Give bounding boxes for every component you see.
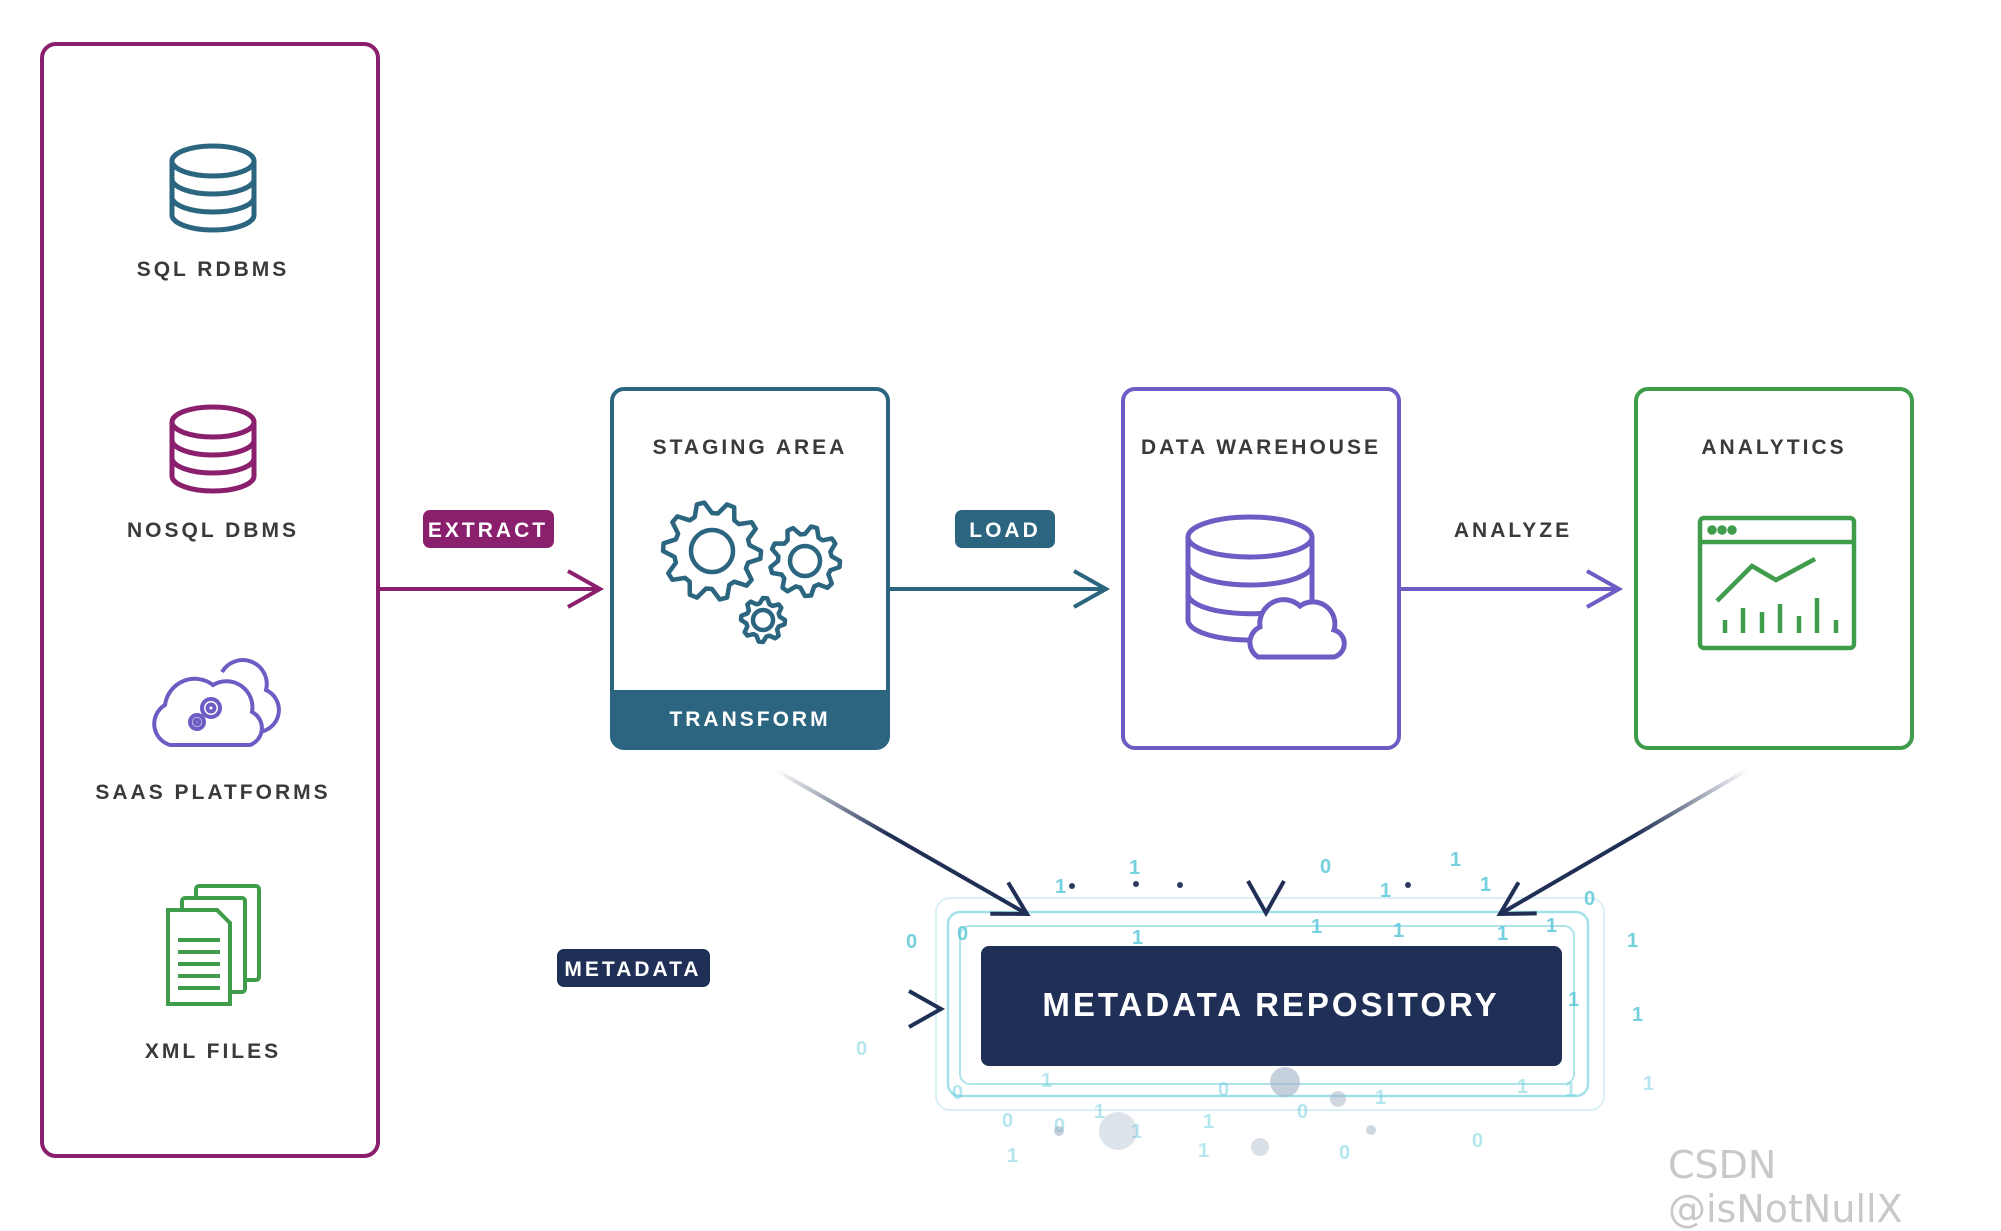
source-label-xml: XML FILES [145, 1040, 281, 1063]
source-label-nosql: NOSQL DBMS [127, 519, 299, 542]
binary-digit: 0 [1320, 856, 1331, 878]
bubble-decoration [1054, 881, 1411, 1156]
binary-digit: 1 [1380, 880, 1391, 902]
transform-band [612, 690, 888, 748]
binary-digit: 0 [1339, 1142, 1350, 1164]
binary-digit: 0 [856, 1038, 867, 1060]
analytics-to-repository-arrow [1496, 768, 1749, 917]
staging-title: STAGING AREA [653, 436, 848, 459]
transform-label: TRANSFORM [669, 708, 830, 731]
binary-digit: 0 [952, 1082, 963, 1104]
binary-digit: 1 [1203, 1111, 1214, 1133]
binary-digit: 1 [1643, 1073, 1654, 1095]
binary-digit: 1 [1198, 1140, 1209, 1162]
analyze-label: ANALYZE [1454, 519, 1572, 542]
staging-to-repository-arrow [775, 768, 1031, 917]
binary-digit: 0 [1218, 1079, 1229, 1101]
binary-digit: 1 [1129, 857, 1140, 879]
binary-digit: 1 [1546, 915, 1557, 937]
binary-digit: 1 [1375, 1087, 1386, 1109]
binary-digit: 1 [1497, 923, 1508, 945]
gears-icon [660, 500, 843, 645]
binary-digit: 1 [1007, 1145, 1018, 1167]
sql-database-icon [169, 143, 257, 233]
repository-label: METADATA REPOSITORY [1042, 986, 1499, 1023]
binary-digit: 1 [1094, 1101, 1105, 1123]
warehouse-title: DATA WAREHOUSE [1141, 436, 1381, 459]
binary-digit: 0 [1002, 1110, 1013, 1132]
binary-digit: 1 [1132, 927, 1143, 949]
binary-digit: 0 [1297, 1101, 1308, 1123]
source-label-sql: SQL RDBMS [137, 258, 290, 281]
metadata-label: METADATA [564, 958, 701, 981]
binary-digit: 1 [1055, 876, 1066, 898]
binary-digit: 1 [1041, 1070, 1052, 1092]
metadata-badge [557, 949, 710, 987]
binary-digit: 1 [1632, 1004, 1643, 1026]
binary-digit: 1 [1627, 930, 1638, 952]
etl-diagram: SQL RDBMS NOSQL DBMS SAAS PLATFORMS XML … [40, 42, 1914, 1167]
analytics-dashboard-icon [1697, 515, 1857, 651]
binary-digit: 1 [1517, 1076, 1528, 1098]
extract-badge [423, 510, 554, 548]
xml-files-icon [166, 884, 261, 1006]
load-label: LOAD [969, 519, 1041, 542]
binary-digit: 1 [1131, 1121, 1142, 1143]
saas-cloud-icon [152, 658, 281, 747]
load-badge [955, 510, 1055, 548]
binary-digit: 1 [1568, 989, 1579, 1011]
analytics-box [1634, 387, 1914, 750]
binary-digit: 0 [906, 931, 917, 953]
binary-digit: 0 [1054, 1115, 1065, 1137]
nosql-database-icon [169, 404, 257, 494]
warehouse-database-cloud-icon [1185, 514, 1347, 660]
binary-digit: 0 [957, 923, 968, 945]
binary-digit: 1 [1450, 849, 1461, 871]
repository-glow-inner [959, 925, 1575, 1085]
binary-digit: 0 [1472, 1130, 1483, 1152]
extract-label: EXTRACT [428, 519, 548, 542]
binary-digit: 1 [1393, 920, 1404, 942]
binary-digit: 1 [1480, 874, 1491, 896]
analytics-title: ANALYTICS [1701, 436, 1846, 459]
sources-panel [40, 42, 380, 1158]
source-label-saas: SAAS PLATFORMS [95, 781, 330, 804]
binary-digit: 1 [1311, 916, 1322, 938]
binary-digit: 0 [1584, 888, 1595, 910]
metadata-repository-box [981, 946, 1562, 1066]
watermark: CSDN @isNotNullX [1668, 1143, 1903, 1231]
binary-digit: 1 [1565, 1079, 1576, 1101]
